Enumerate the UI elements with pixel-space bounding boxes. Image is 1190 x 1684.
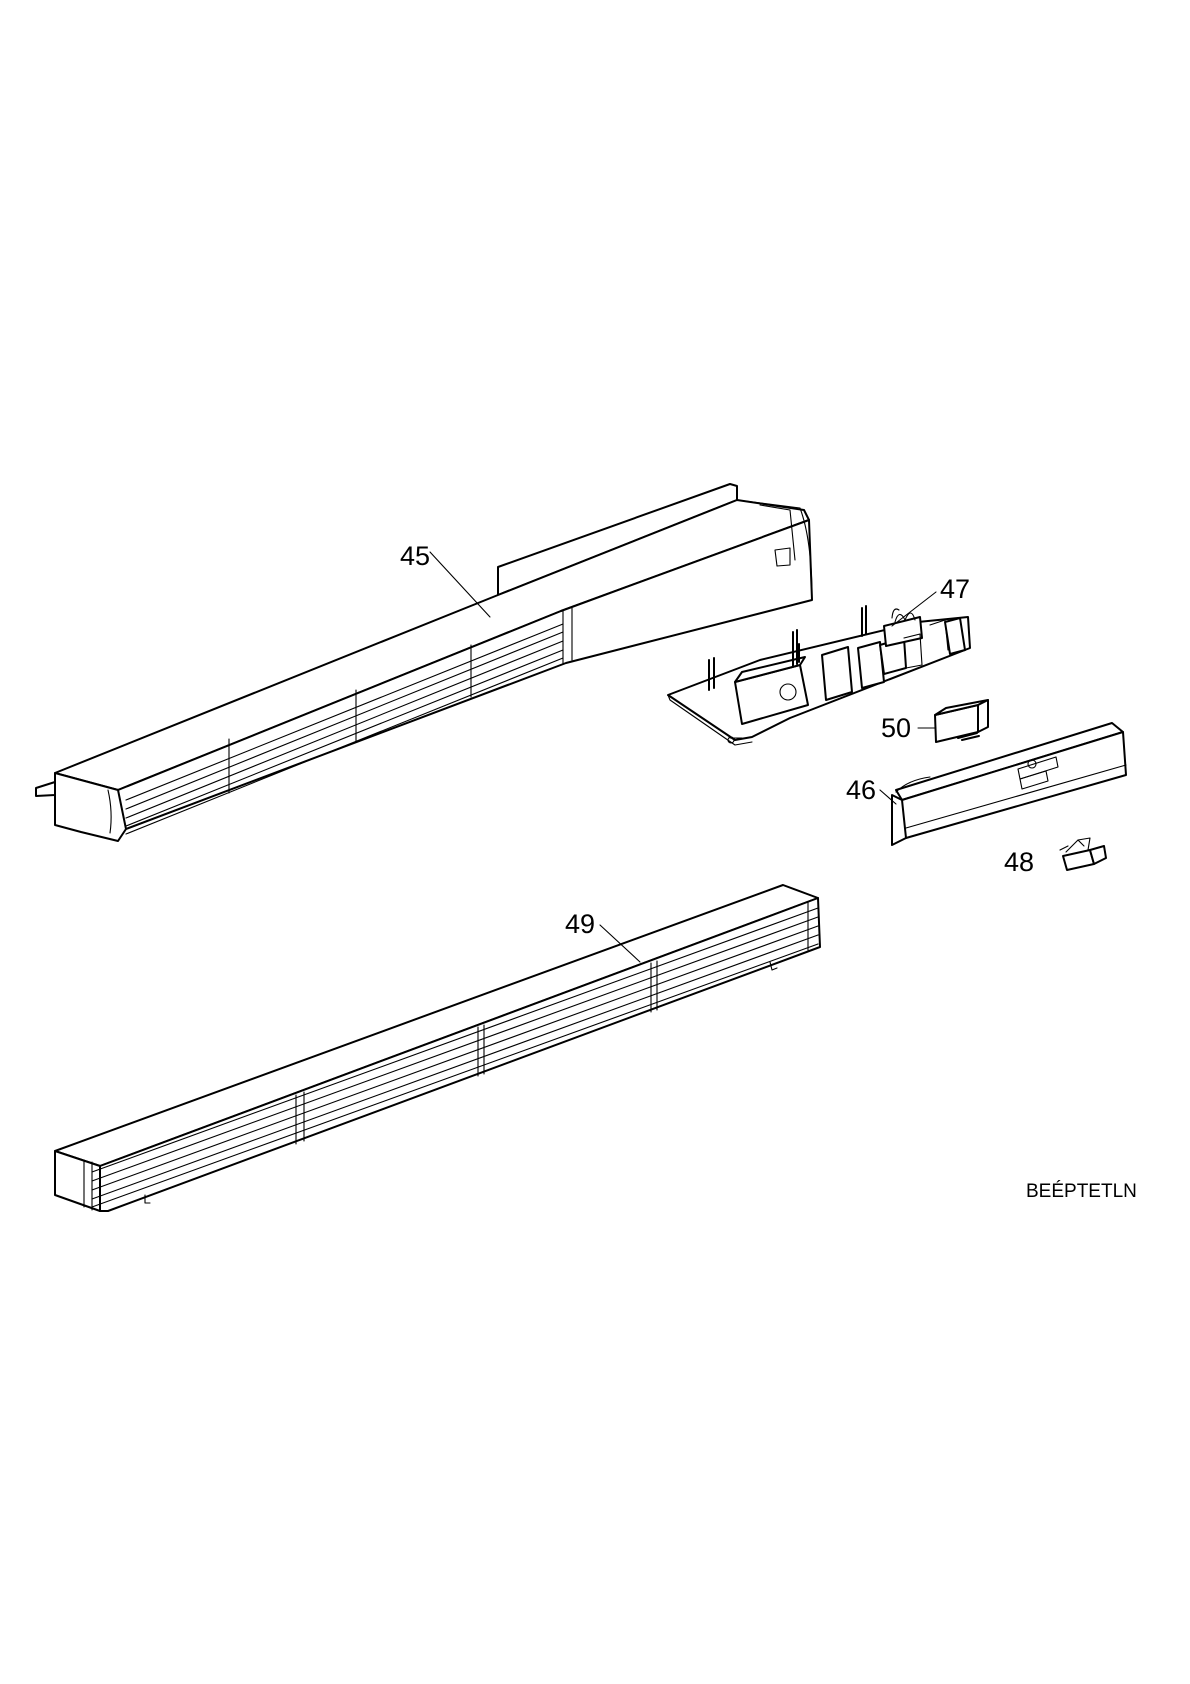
part-47-control-plate [667, 591, 971, 746]
part-49-lower-trim-bar [54, 884, 821, 1212]
part-50-module [917, 699, 989, 743]
drawing-id: BEÉPTETLN [1026, 1181, 1137, 1202]
callout-47: 47 [940, 574, 970, 604]
part-46-control-fascia [879, 722, 1127, 846]
callout-49: 49 [565, 909, 595, 939]
callout-46: 46 [846, 775, 876, 805]
part-48-clip [1059, 837, 1107, 871]
callout-50: 50 [881, 713, 911, 743]
callout-48: 48 [1004, 847, 1034, 877]
part-45-upper-trim-bar [35, 483, 813, 842]
callout-45: 45 [400, 541, 430, 571]
